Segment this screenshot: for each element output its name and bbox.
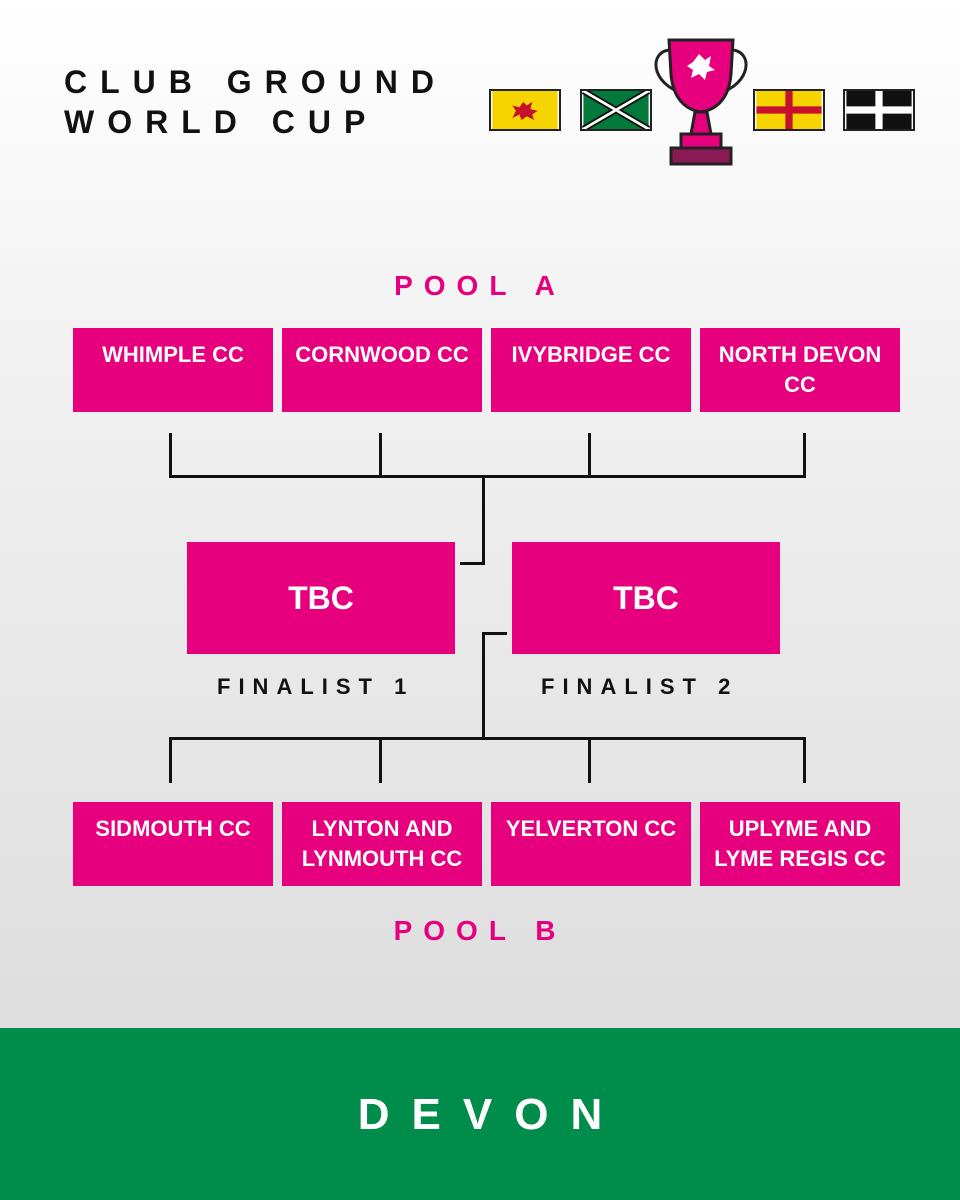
bracket-line [169, 433, 172, 478]
bracket-line [379, 737, 382, 783]
cross-flag-green-icon [580, 89, 652, 131]
title-line-1: CLUB GROUND [64, 64, 447, 100]
pool-a-team-3: IVYBRIDGE CC [491, 328, 691, 412]
finalist-2-label: FINALIST 2 [541, 674, 739, 699]
bracket-line [588, 433, 591, 478]
bracket-line [482, 632, 507, 635]
bracket-line [169, 475, 806, 478]
finalist-1-box: TBC [187, 542, 455, 654]
cross-flag-black-icon [843, 89, 915, 131]
finalist-2-box: TBC [512, 542, 780, 654]
pool-b-team-2: LYNTON AND LYNMOUTH CC [282, 802, 482, 886]
title-line-2: WORLD CUP [64, 104, 379, 140]
pool-b-team-3: YELVERTON CC [491, 802, 691, 886]
pool-b-team-1: SIDMOUTH CC [73, 802, 273, 886]
bracket-line [460, 562, 485, 565]
bracket-line [169, 737, 806, 740]
bracket-line [803, 433, 806, 478]
bracket-line [588, 737, 591, 783]
pool-a-label: POOL A [394, 270, 566, 301]
bracket-line [803, 737, 806, 783]
bracket-line [482, 475, 485, 565]
bracket-line [169, 737, 172, 783]
footer-label: DEVON [357, 1090, 625, 1139]
finalist-1-label: FINALIST 1 [217, 674, 415, 699]
cross-flag-yellow-icon [753, 89, 825, 131]
bracket-line [379, 433, 382, 478]
pool-b-label: POOL B [393, 915, 567, 946]
pool-a-team-1: WHIMPLE CC [73, 328, 273, 412]
pool-a-team-4: NORTH DEVON CC [700, 328, 900, 412]
pool-a-team-2: CORNWOOD CC [282, 328, 482, 412]
footer-banner: DEVON [0, 1028, 960, 1200]
pool-b-team-4: UPLYME AND LYME REGIS CC [700, 802, 900, 886]
page-title: CLUB GROUND WORLD CUP [64, 62, 447, 142]
trophy-icon [654, 38, 748, 166]
dragon-flag-icon [489, 89, 561, 131]
bracket-line [482, 632, 485, 740]
